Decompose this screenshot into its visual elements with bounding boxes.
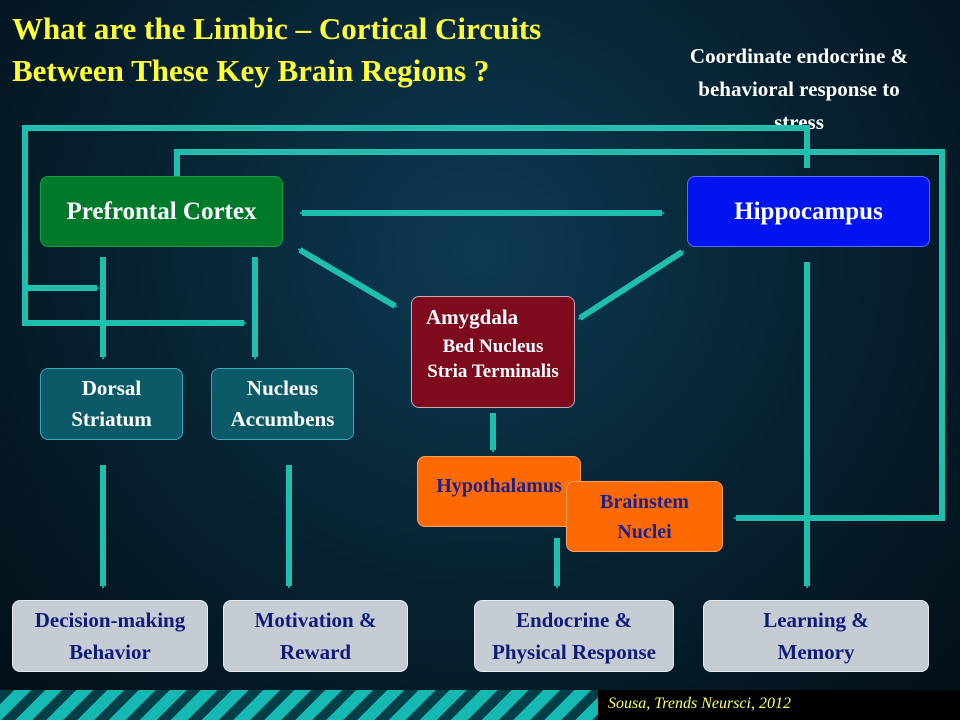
outer-loop-line: [22, 125, 810, 326]
prefrontal-cortex-label: Prefrontal Cortex: [66, 197, 257, 225]
dorsal-striatum-box: Dorsal Striatum: [40, 368, 183, 440]
amygdala-label: Amygdala: [426, 305, 519, 329]
citation-text: Sousa, Trends Neursci, 2012: [608, 695, 791, 712]
nucleus-accumbens-box: Nucleus Accumbens: [211, 368, 354, 440]
endocrine-label-line-1: Endocrine &: [515, 608, 633, 632]
learning-memory-box: Learning & Memory: [703, 600, 929, 672]
slide-title: What are the Limbic – Cortical Circuits …: [12, 8, 652, 92]
title-line-2: Between These Key Brain Regions ?: [12, 53, 490, 88]
bed-nucleus-label-line-1: Bed Nucleus: [442, 336, 544, 357]
bed-nucleus-label-line-2: Stria Terminalis: [427, 361, 559, 382]
learning-label-line-1: Learning &: [763, 608, 869, 632]
hippocampus-amygdala-arrow: [580, 249, 682, 321]
inner-loop-line: [174, 149, 945, 521]
brainstem-nuclei-box: Brainstem Nuclei: [566, 481, 723, 552]
hippocampus-box: Hippocampus: [687, 176, 930, 247]
motivation-label-line-1: Motivation &: [254, 608, 377, 632]
brainstem-label-line-2: Nuclei: [617, 520, 672, 543]
decision-making-box: Decision-making Behavior: [12, 600, 208, 672]
footer-stripe-band: [0, 690, 960, 720]
prefrontal-cortex-box: Prefrontal Cortex: [40, 176, 283, 247]
decision-label-line-1: Decision-making: [34, 608, 186, 632]
endocrine-label-line-2: Physical Response: [492, 640, 656, 664]
hippocampus-label: Hippocampus: [734, 197, 883, 225]
dorsal-striatum-label-line-2: Striatum: [71, 407, 152, 431]
dorsal-striatum-label-line-1: Dorsal: [81, 376, 142, 400]
endocrine-response-box: Endocrine & Physical Response: [474, 600, 674, 672]
hypothalamus-box: Hypothalamus: [417, 456, 581, 527]
accumbens-label-line-1: Nucleus: [246, 376, 319, 400]
annotation-line-2: behavioral response to: [698, 77, 900, 101]
brainstem-label-line-1: Brainstem: [600, 490, 689, 513]
amygdala-box: Amygdala Bed Nucleus Stria Terminalis: [411, 296, 575, 408]
pfc-amygdala-arrow: [300, 247, 395, 309]
accumbens-label-line-2: Accumbens: [230, 407, 335, 431]
motivation-reward-box: Motivation & Reward: [223, 600, 408, 672]
title-line-1: What are the Limbic – Cortical Circuits: [12, 11, 542, 46]
learning-label-line-2: Memory: [777, 640, 855, 664]
hypothalamus-label: Hypothalamus: [436, 475, 562, 497]
footer-citation-panel: [598, 690, 960, 720]
decision-label-line-2: Behavior: [69, 640, 151, 664]
motivation-label-line-2: Reward: [279, 640, 352, 664]
annotation-line-1: Coordinate endocrine &: [689, 44, 909, 68]
